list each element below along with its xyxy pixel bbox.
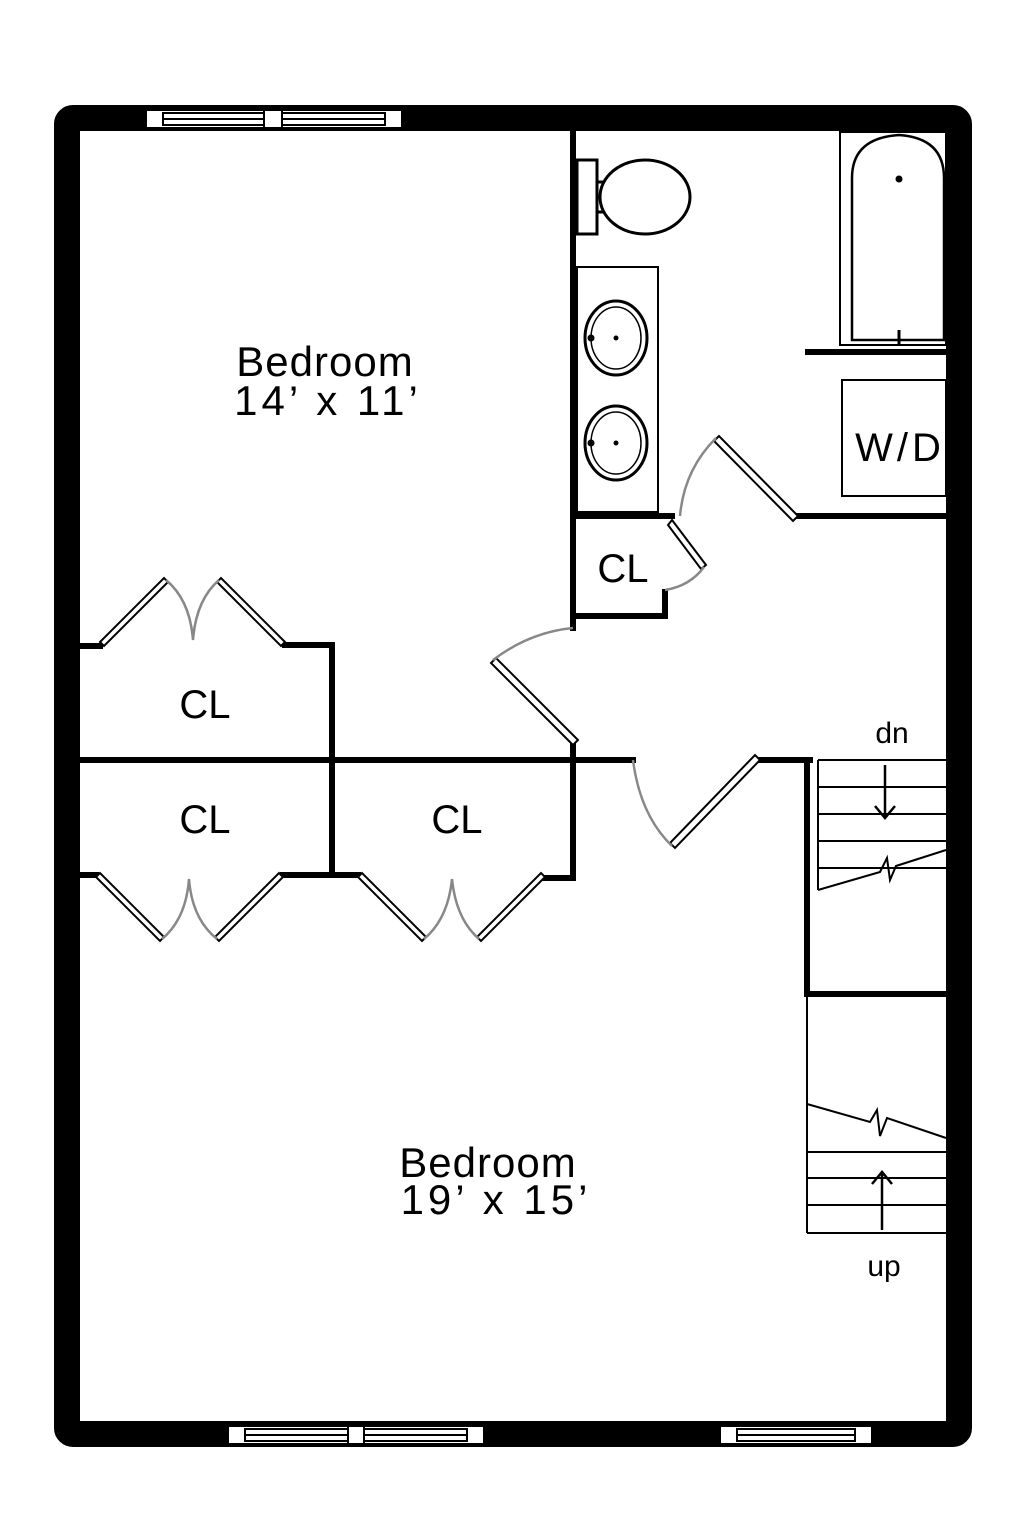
stairs-down-label: dn bbox=[875, 717, 908, 750]
bedroom-bottom-size: 19’ x 15’ bbox=[401, 1176, 592, 1223]
interior-walls bbox=[77, 129, 949, 997]
door-small-closet bbox=[664, 518, 708, 592]
bedroom-bottom-name: Bedroom bbox=[399, 1139, 576, 1186]
closet-door-bottom-middle bbox=[356, 871, 547, 943]
washer-dryer bbox=[841, 379, 947, 497]
closet-label-top-left: CL bbox=[179, 683, 230, 727]
window-top bbox=[145, 109, 403, 129]
washer-dryer-label: W/D bbox=[855, 426, 945, 470]
closet-label-bottom-middle: CL bbox=[431, 798, 482, 842]
closet-door-top-left bbox=[98, 576, 287, 648]
exterior-wall bbox=[54, 105, 972, 1447]
door-top-bedroom bbox=[489, 626, 580, 747]
stairs-down bbox=[817, 759, 947, 891]
window-bottom-right bbox=[719, 1425, 873, 1445]
bedroom-top-name: Bedroom bbox=[236, 338, 413, 385]
closet-door-bottom-left bbox=[94, 871, 285, 943]
window-bottom-left bbox=[227, 1425, 485, 1445]
double-vanity bbox=[576, 266, 659, 513]
door-bathroom bbox=[678, 434, 800, 523]
closet-label-small: CL bbox=[597, 547, 648, 591]
closet-label-bottom-left: CL bbox=[179, 798, 230, 842]
bathtub bbox=[839, 131, 947, 346]
stairs-up-label: up bbox=[867, 1250, 900, 1283]
bedroom-top-size: 14’ x 11’ bbox=[234, 377, 422, 424]
door-bottom-bedroom bbox=[631, 753, 762, 850]
toilet bbox=[575, 158, 692, 236]
stairs-up bbox=[806, 994, 947, 1234]
